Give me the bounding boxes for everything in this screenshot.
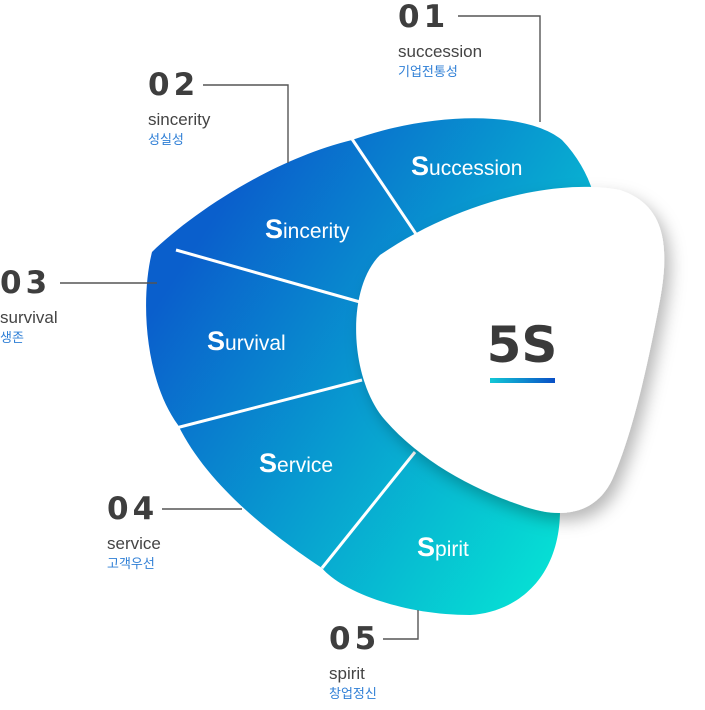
divider-1 [348, 135, 422, 241]
segment-label-survival: Survival [207, 326, 286, 356]
callout-korean-label: 창업정신 [329, 687, 377, 702]
callout-english-label: sincerity [148, 110, 211, 129]
callout-number: 04 [107, 491, 159, 527]
connector-01 [458, 15, 541, 122]
callout-number: 05 [329, 621, 381, 657]
callout-04: 04 service 고객우선 [107, 491, 161, 572]
connector-05 [383, 610, 419, 640]
callout-03: 03 survival 생존 [0, 265, 58, 346]
callout-english-label: service [107, 534, 161, 553]
segment-dividers [175, 135, 422, 569]
callout-english-label: spirit [329, 664, 365, 683]
center-shape [356, 186, 665, 513]
connector-lines [60, 15, 541, 640]
segment-label-spirit: Spirit [417, 532, 469, 562]
segment-label-service: Service [259, 448, 333, 478]
callout-korean-label: 성실성 [148, 133, 184, 148]
divider-3 [175, 378, 363, 430]
segment-label-succession: Succession [411, 151, 522, 181]
callout-korean-label: 기업전통성 [398, 65, 458, 80]
divider-2 [175, 248, 361, 304]
callout-number: 02 [148, 67, 200, 103]
callout-korean-label: 생존 [0, 331, 24, 346]
callout-number: 01 [398, 0, 450, 35]
divider-4 [320, 451, 417, 569]
callout-korean-label: 고객우선 [107, 557, 155, 572]
center-title: 5S [487, 316, 558, 374]
callout-english-label: survival [0, 308, 58, 327]
connector-02 [203, 84, 289, 163]
callout-05: 05 spirit 창업정신 [329, 621, 381, 702]
callout-english-label: succession [398, 42, 483, 61]
callout-number: 03 [0, 265, 52, 301]
center-title-underline [490, 378, 555, 383]
segment-label-sincerity: Sincerity [265, 214, 350, 244]
callout-01: 01 succession 기업전통성 [398, 0, 483, 80]
callout-02: 02 sincerity 성실성 [148, 67, 211, 148]
